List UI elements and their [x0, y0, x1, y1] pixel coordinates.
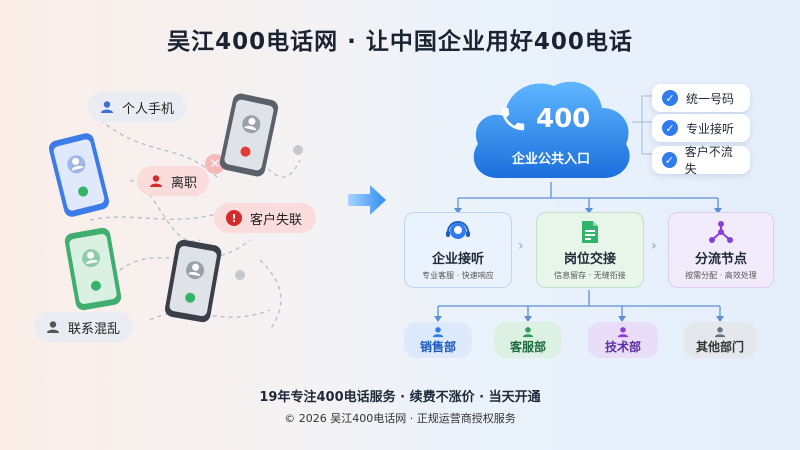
personal-phone-label: 个人手机 — [122, 101, 175, 117]
blue-phone-icon — [48, 133, 110, 217]
feature-connectors — [632, 95, 654, 155]
user-icon — [714, 326, 726, 337]
card-title: 企业接听 — [431, 251, 484, 267]
alert-icon: ! — [226, 210, 242, 226]
user-icon — [432, 326, 444, 337]
feature-no-customer-loss: ✓ 客户不流失 — [652, 145, 750, 176]
card-subtitle: 专业客服 · 快速响应 — [422, 270, 494, 280]
check-icon: ✓ — [662, 90, 678, 106]
close-icon: ✕ — [205, 154, 225, 174]
check-icon: ✓ — [662, 152, 677, 168]
dark-phone-icon — [165, 239, 222, 323]
dept-other: 其他部门 — [684, 322, 756, 358]
phone-handset-icon — [501, 107, 525, 131]
footer-copyright: © 2026 吴江400电话网 · 正规运营商授权服务 — [284, 412, 516, 425]
green-phone-icon — [64, 227, 122, 311]
document-icon — [582, 220, 598, 243]
cloud-header: 400 — [498, 104, 590, 134]
footer-tagline: 19年专注400电话服务 · 续费不涨价 · 当天开通 — [259, 390, 541, 405]
check-icon: ✓ — [662, 120, 678, 136]
user-icon — [47, 321, 59, 333]
headset-icon — [446, 220, 470, 239]
chevron-right-icon: › — [651, 238, 657, 254]
cloud-number: 400 — [536, 104, 591, 134]
card-title: 分流节点 — [694, 251, 747, 267]
share-nodes-icon — [709, 220, 733, 243]
user-icon — [101, 101, 113, 113]
resigned-label: 离职 — [171, 175, 198, 191]
user-icon — [150, 175, 162, 187]
dept-customer-service: 客服部 — [494, 322, 562, 358]
dept-technical: 技术部 — [588, 322, 658, 358]
chevron-right-icon: › — [518, 238, 524, 254]
contact-chaos-pill: 联系混乱 — [34, 312, 133, 342]
card-enterprise-answer: 企业接听 专业客服 · 快速响应 — [404, 212, 512, 288]
arrow-right-icon — [348, 185, 386, 215]
card-position-handover: 岗位交接 信息留存 · 无缝衔接 — [536, 212, 644, 288]
personal-phone-pill: 个人手机 — [88, 92, 187, 122]
dept-sales: 销售部 — [404, 322, 472, 358]
cloud-shape — [473, 81, 630, 178]
resigned-pill: 离职 — [137, 166, 210, 196]
customer-lost-label: 客户失联 — [250, 212, 303, 228]
customer-lost-pill: ! 客户失联 — [214, 203, 317, 233]
card-title: 岗位交接 — [563, 251, 616, 267]
user-icon — [617, 326, 629, 337]
card-distribution-node: 分流节点 按需分配 · 高效处理 — [668, 212, 774, 288]
feature-pro-answer: ✓ 专业接听 — [652, 114, 750, 142]
cloud-label: 企业公共入口 — [511, 152, 590, 167]
page-title: 吴江400电话网 · 让中国企业用好400电话 — [167, 29, 633, 55]
user-icon — [522, 326, 534, 337]
card-subtitle: 信息留存 · 无缝衔接 — [554, 270, 626, 280]
grey-phone-icon — [219, 93, 279, 177]
tree-connectors — [434, 182, 724, 322]
card-subtitle: 按需分配 · 高效处理 — [685, 270, 757, 280]
feature-unified-number: ✓ 统一号码 — [652, 84, 750, 112]
contact-chaos-label: 联系混乱 — [68, 321, 121, 337]
